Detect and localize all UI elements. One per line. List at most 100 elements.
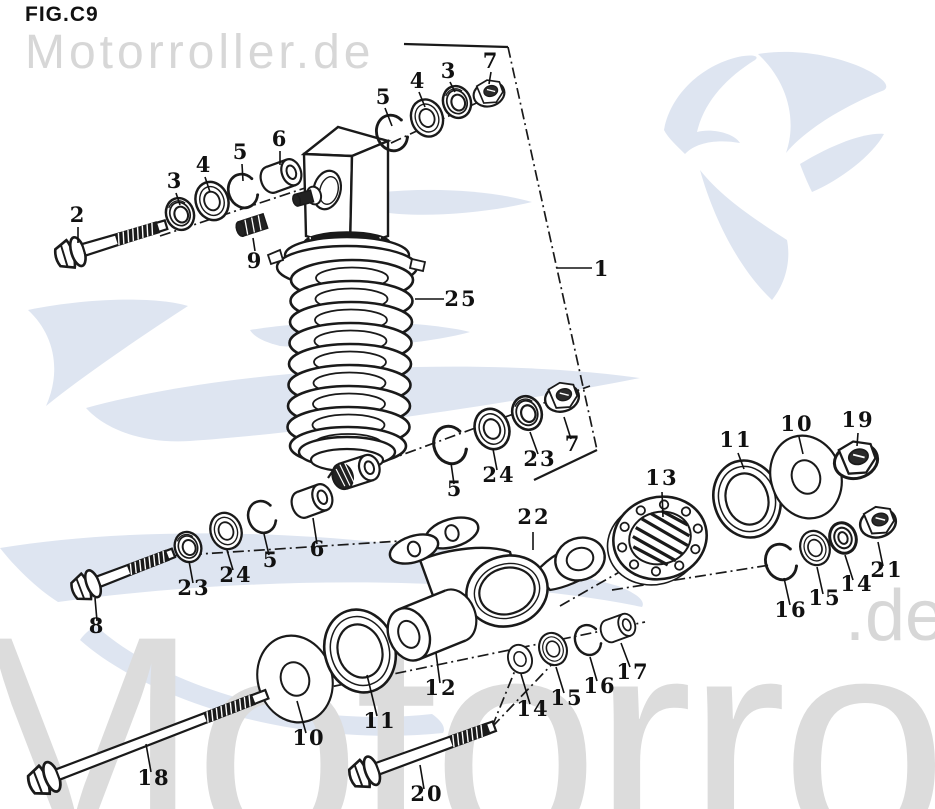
callout-label-10: 10 bbox=[780, 411, 813, 436]
callout-label-18: 18 bbox=[137, 765, 170, 790]
shock-absorber bbox=[266, 125, 427, 491]
callout-label-5: 5 bbox=[233, 139, 250, 164]
callout-label-7: 7 bbox=[483, 48, 500, 73]
callout-label-6: 6 bbox=[272, 126, 289, 151]
callout-label-24: 24 bbox=[219, 562, 252, 587]
callout-label-16: 16 bbox=[583, 673, 616, 698]
callout-label-7: 7 bbox=[565, 431, 582, 456]
callout-leader-20 bbox=[419, 764, 425, 790]
callout-label-5: 5 bbox=[263, 547, 280, 572]
callout-label-1: 1 bbox=[594, 256, 611, 281]
washer bbox=[467, 402, 517, 456]
spring-washer bbox=[437, 80, 477, 124]
callout-leader-16 bbox=[783, 577, 791, 606]
watermark-top-text: Motorroller.de bbox=[25, 26, 374, 79]
callout-leader-24 bbox=[226, 549, 234, 571]
pin bbox=[235, 212, 269, 238]
circlip bbox=[246, 499, 279, 535]
callout-leader-24 bbox=[492, 448, 498, 471]
callout-label-14: 14 bbox=[516, 696, 549, 721]
flange-nut bbox=[855, 501, 901, 543]
callout-label-12: 12 bbox=[424, 675, 457, 700]
callout-leader-11 bbox=[737, 452, 745, 470]
watermark-de-text: .de bbox=[845, 576, 935, 656]
callout-label-5: 5 bbox=[447, 476, 464, 501]
bolt bbox=[66, 547, 177, 606]
bushing bbox=[256, 155, 306, 197]
callout-leader-15 bbox=[555, 666, 565, 694]
callout-label-20: 20 bbox=[410, 781, 443, 806]
bolt bbox=[344, 720, 498, 794]
callout-leader-18 bbox=[145, 743, 152, 773]
callout-leader-11 bbox=[366, 674, 378, 717]
assembly-callout-bracket bbox=[403, 42, 598, 481]
callout-label-9: 9 bbox=[247, 248, 264, 273]
washer bbox=[188, 175, 236, 227]
callout-label-3: 3 bbox=[167, 168, 184, 193]
callout-label-14: 14 bbox=[840, 571, 873, 596]
callout-leader-5 bbox=[241, 163, 244, 182]
callout-label-19: 19 bbox=[841, 407, 874, 432]
callout-leader-3 bbox=[175, 192, 181, 206]
callout-label-11: 11 bbox=[719, 427, 752, 452]
callout-label-22: 22 bbox=[517, 504, 550, 529]
callout-label-21: 21 bbox=[870, 557, 903, 582]
callout-label-17: 17 bbox=[616, 659, 649, 684]
callout-leader-7 bbox=[488, 71, 492, 85]
bushing bbox=[287, 480, 337, 522]
callout-leader-4 bbox=[418, 91, 426, 108]
callout-leader-5 bbox=[450, 462, 455, 485]
bolt bbox=[22, 688, 270, 802]
callout-label-4: 4 bbox=[410, 68, 427, 93]
callout-label-15: 15 bbox=[808, 585, 841, 610]
bolt bbox=[50, 219, 169, 274]
bearing-race bbox=[712, 459, 782, 539]
callout-label-4: 4 bbox=[196, 152, 213, 177]
flat-washer bbox=[769, 434, 843, 520]
callout-leader-14 bbox=[520, 673, 531, 705]
callout-leader-3 bbox=[449, 81, 456, 93]
callout-leader-10 bbox=[296, 700, 307, 734]
callout-label-23: 23 bbox=[177, 575, 210, 600]
circlip bbox=[375, 113, 411, 153]
flat-washer bbox=[256, 634, 334, 724]
callout-label-15: 15 bbox=[550, 685, 583, 710]
callout-leader-5 bbox=[384, 107, 393, 127]
coil-spring bbox=[286, 258, 415, 467]
callout-leader-10 bbox=[798, 436, 804, 455]
callout-leader-7 bbox=[563, 416, 572, 440]
callout-leader-15 bbox=[816, 566, 824, 595]
figure-title: FIG.C9 bbox=[25, 3, 99, 26]
callout-label-6: 6 bbox=[310, 536, 327, 561]
callout-leader-16 bbox=[589, 656, 598, 682]
callout-leader-17 bbox=[620, 642, 631, 668]
callout-leader-12 bbox=[435, 652, 441, 684]
callout-leader-5 bbox=[263, 533, 270, 556]
callout-leader-13 bbox=[661, 491, 664, 518]
callout-leader-23 bbox=[188, 560, 194, 584]
callout-leader-14 bbox=[844, 554, 854, 581]
shock-lower-eye bbox=[331, 453, 381, 491]
callout-label-2: 2 bbox=[70, 202, 87, 227]
callout-label-10: 10 bbox=[292, 725, 325, 750]
needle-bearing bbox=[606, 495, 708, 586]
callout-label-24: 24 bbox=[482, 462, 515, 487]
callout-label-16: 16 bbox=[774, 597, 807, 622]
callout-label-11: 11 bbox=[363, 708, 396, 733]
callout-label-25: 25 bbox=[444, 286, 477, 311]
callout-label-3: 3 bbox=[441, 58, 458, 83]
callout-label-8: 8 bbox=[89, 613, 106, 638]
callout-label-23: 23 bbox=[523, 446, 556, 471]
callout-leader-19 bbox=[856, 432, 859, 447]
callout-leader-21 bbox=[877, 541, 884, 567]
spacer-bushing bbox=[386, 588, 478, 662]
callout-label-13: 13 bbox=[645, 465, 678, 490]
callout-label-5: 5 bbox=[376, 84, 393, 109]
adjuster-knob bbox=[292, 185, 323, 207]
callout-leader-8 bbox=[94, 597, 98, 622]
callout-leader-23 bbox=[529, 431, 539, 455]
circlip bbox=[432, 424, 470, 466]
